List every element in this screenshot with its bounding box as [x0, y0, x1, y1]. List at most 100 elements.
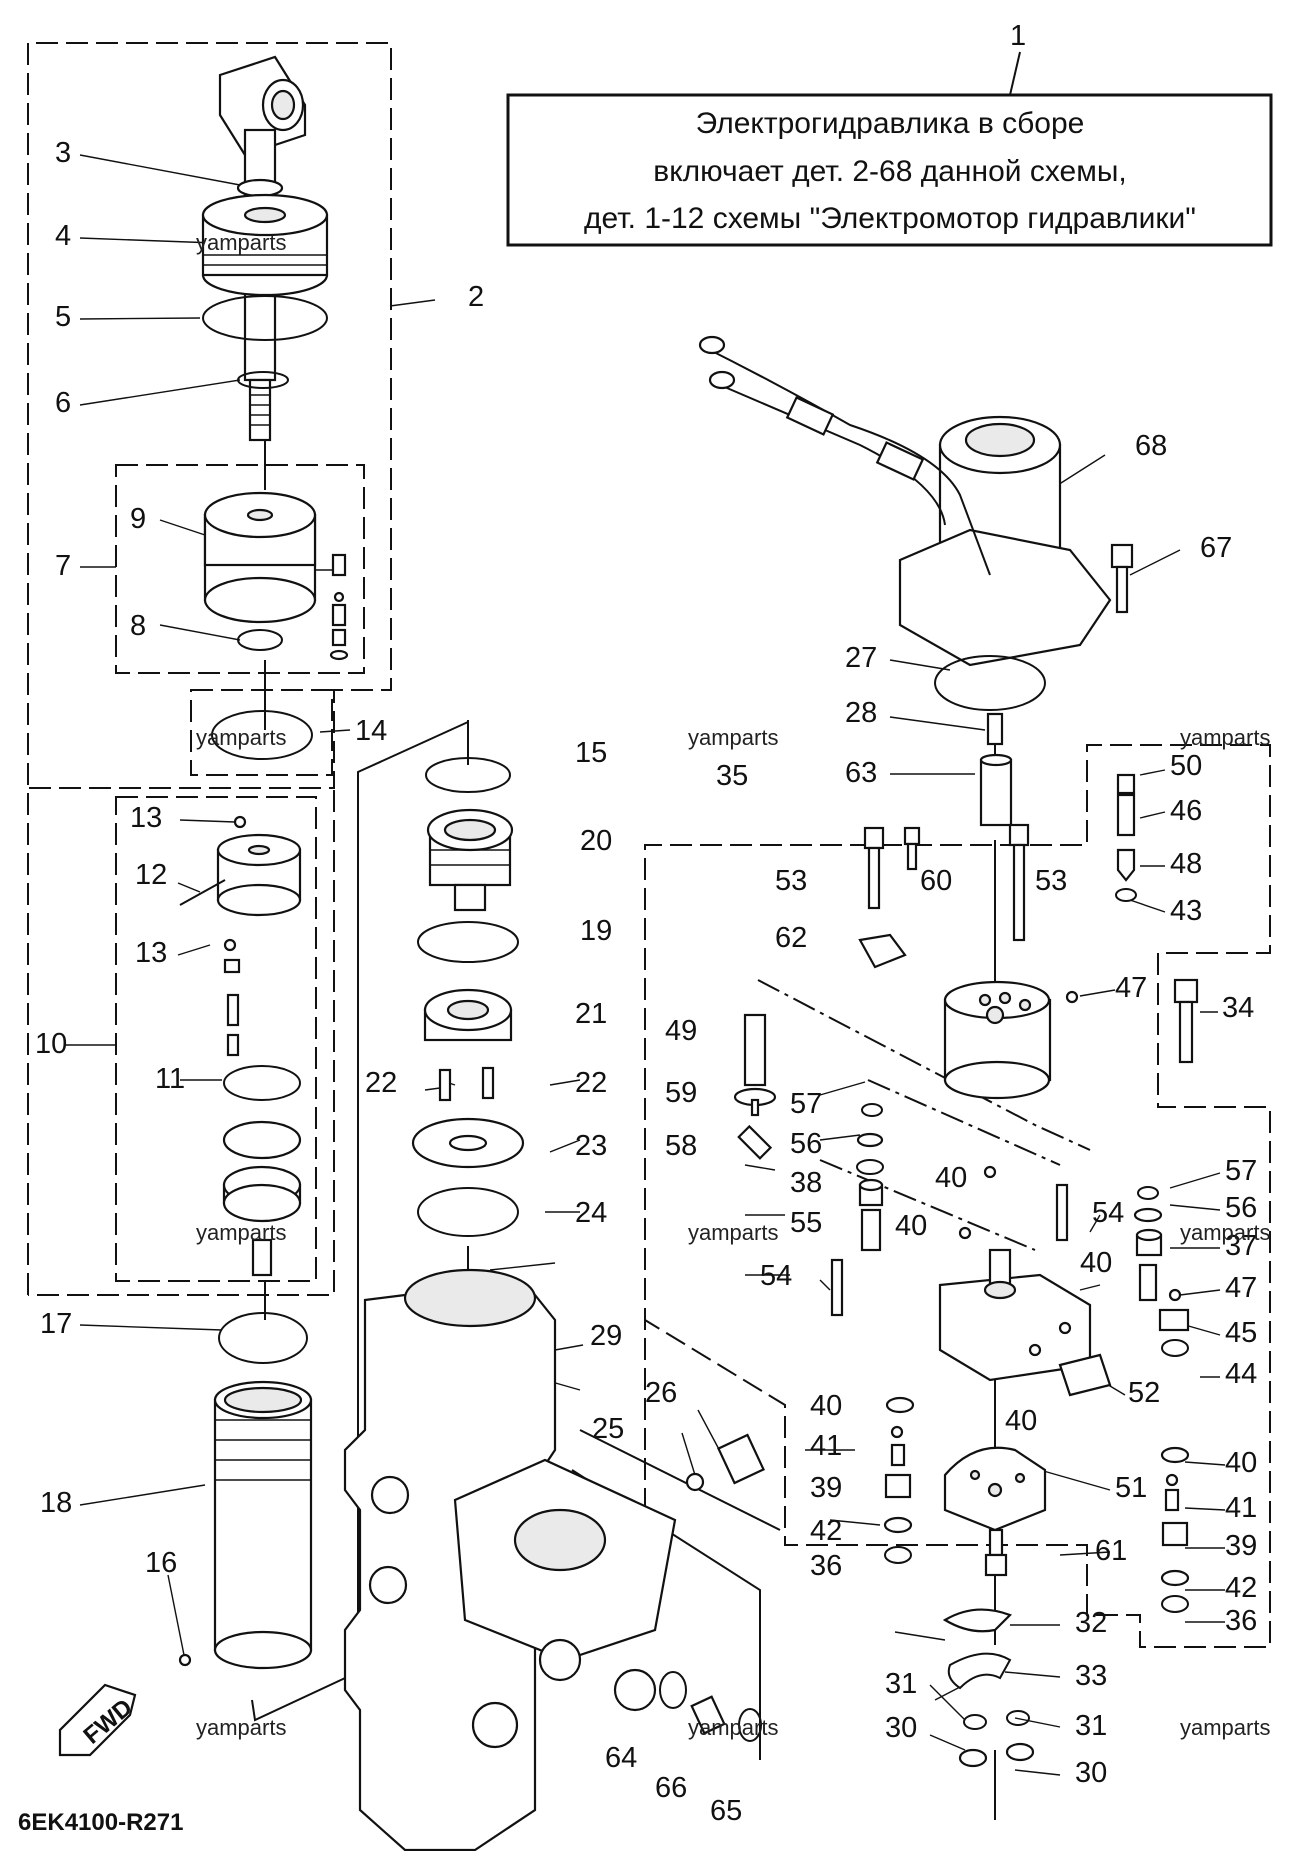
- label-21: 21: [575, 998, 607, 1030]
- parts-56-57-right: [1133, 1186, 1190, 1357]
- part-27-oring: [934, 655, 1046, 711]
- label-19: 19: [580, 915, 612, 947]
- diagram-code: 6EK4100-R271: [18, 1809, 183, 1836]
- label-63: 63: [845, 757, 877, 789]
- label-37: 37: [1225, 1230, 1257, 1262]
- label-40-d: 40: [1005, 1405, 1037, 1437]
- label-8: 8: [130, 610, 146, 642]
- part-26-plug: [685, 1433, 765, 1492]
- label-61: 61: [1095, 1535, 1127, 1567]
- label-7: 7: [55, 550, 71, 582]
- label-22-left: 22: [365, 1067, 397, 1099]
- watermark: yamparts: [196, 1220, 286, 1245]
- label-53-left: 53: [775, 865, 807, 897]
- part-22-springs: [438, 1066, 495, 1102]
- label-5: 5: [55, 301, 71, 333]
- label-55: 55: [790, 1207, 822, 1239]
- label-9: 9: [130, 503, 146, 535]
- parts-36-42-right: [1160, 1446, 1190, 1613]
- label-23: 23: [575, 1130, 607, 1162]
- watermark: yamparts: [1180, 725, 1270, 750]
- part-labels: 3 4 5 6 2 9 7 8 14 13 12 13 10 11 17 18 …: [35, 137, 1257, 1827]
- label-66: 66: [655, 1772, 687, 1804]
- label-31-left: 31: [885, 1668, 917, 1700]
- label-62: 62: [775, 922, 807, 954]
- label-48: 48: [1170, 848, 1202, 880]
- watermark: yamparts: [196, 230, 286, 255]
- label-40-a: 40: [935, 1162, 967, 1194]
- part-18-cylinder: [178, 1380, 313, 1670]
- valve-block-upper: [943, 980, 1052, 1100]
- assembly-callout: 1 Электрогидравлика в сборе включает дет…: [506, 20, 1273, 247]
- label-16: 16: [145, 1547, 177, 1579]
- label-57-right: 57: [1225, 1155, 1257, 1187]
- label-34: 34: [1222, 992, 1254, 1024]
- label-10: 10: [35, 1028, 67, 1060]
- part-52: [1058, 1353, 1112, 1397]
- part-28-spring: [986, 712, 1004, 746]
- part-23-washer: [411, 1117, 525, 1169]
- label-51: 51: [1115, 1472, 1147, 1504]
- label-38: 38: [790, 1167, 822, 1199]
- label-14: 14: [355, 715, 387, 747]
- parts-30-33: [942, 1608, 1035, 1768]
- label-52: 52: [1128, 1377, 1160, 1409]
- label-57-left: 57: [790, 1088, 822, 1120]
- part-12-valve: [179, 815, 302, 1057]
- label-25: 25: [592, 1413, 624, 1445]
- parts-43-50: [1065, 773, 1137, 1004]
- label-53-right: 53: [1035, 865, 1067, 897]
- label-56-right: 56: [1225, 1192, 1257, 1224]
- label-40-e: 40: [810, 1390, 842, 1422]
- part-64-66-fittings: [659, 1671, 762, 1742]
- label-13-upper: 13: [130, 802, 162, 834]
- label-3: 3: [55, 137, 71, 169]
- label-42-left: 42: [810, 1515, 842, 1547]
- label-68: 68: [1135, 430, 1167, 462]
- label-47-lower: 47: [1225, 1272, 1257, 1304]
- part-51-plate: [943, 1446, 1047, 1532]
- watermark: yamparts: [196, 725, 286, 750]
- part-14-oring: [211, 710, 313, 760]
- callout-line-1: Электрогидравлика в сборе: [696, 107, 1085, 140]
- group-boundaries: [27, 42, 1271, 1648]
- label-39-right: 39: [1225, 1530, 1257, 1562]
- label-41-right: 41: [1225, 1492, 1257, 1524]
- part-4-piston: [201, 193, 329, 297]
- part-17-oring: [218, 1312, 308, 1364]
- label-49: 49: [665, 1015, 697, 1047]
- label-54-left: 54: [760, 1260, 792, 1292]
- label-54-right: 54: [1092, 1197, 1124, 1229]
- part-29-housing: [343, 1268, 677, 1852]
- label-20: 20: [580, 825, 612, 857]
- part-24-circlip: [417, 1187, 519, 1237]
- label-65: 65: [710, 1795, 742, 1827]
- label-36-right: 36: [1225, 1605, 1257, 1637]
- label-36-left: 36: [810, 1550, 842, 1582]
- watermark: yamparts: [196, 1715, 286, 1740]
- label-40-c: 40: [1080, 1247, 1112, 1279]
- label-26: 26: [645, 1377, 677, 1409]
- label-60: 60: [920, 865, 952, 897]
- parts-36-42-left: [883, 1396, 915, 1564]
- label-64: 64: [605, 1742, 637, 1774]
- part-68-motor: [698, 335, 1112, 667]
- label-4: 4: [55, 220, 71, 252]
- label-31-right: 31: [1075, 1710, 1107, 1742]
- label-29: 29: [590, 1320, 622, 1352]
- watermark: yamparts: [688, 1715, 778, 1740]
- part-63-sleeve: [979, 753, 1013, 827]
- watermark: yamparts: [1180, 1220, 1270, 1245]
- label-46: 46: [1170, 795, 1202, 827]
- label-30-left: 30: [885, 1712, 917, 1744]
- label-56-left: 56: [790, 1128, 822, 1160]
- part-7-small-parts: [329, 553, 349, 661]
- part-19-snapring: [417, 921, 519, 963]
- label-15: 15: [575, 737, 607, 769]
- label-13-lower: 13: [135, 937, 167, 969]
- label-27: 27: [845, 642, 877, 674]
- watermark: yamparts: [1180, 1715, 1270, 1740]
- watermarks: yamparts yamparts yamparts yamparts yamp…: [196, 230, 1270, 1740]
